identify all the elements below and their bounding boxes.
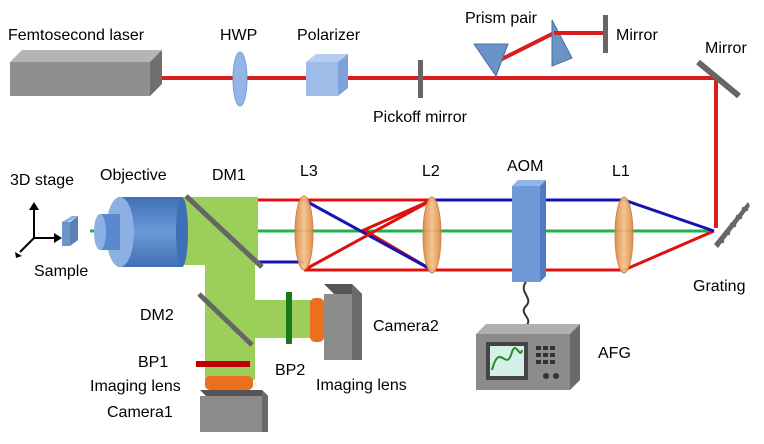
pickoff-mirror xyxy=(418,60,423,98)
camera1-label: Camera1 xyxy=(107,404,173,421)
stage-axes-icon xyxy=(15,202,62,258)
bp2-label: BP2 xyxy=(275,362,305,379)
prism-pair-label: Prism pair xyxy=(465,10,538,27)
aom-cable xyxy=(522,281,530,327)
dm2-mirror xyxy=(197,292,254,347)
polarizer-cube xyxy=(306,54,348,96)
bp1-label: BP1 xyxy=(138,354,168,371)
laser-label: Femtosecond laser xyxy=(8,27,145,44)
red-beam xyxy=(188,198,715,272)
lens-l1 xyxy=(614,196,634,274)
imaging-lens-left-label: Imaging lens xyxy=(90,378,181,395)
right-mirror xyxy=(696,59,741,99)
imaging-lens-right-label: Imaging lens xyxy=(316,377,407,394)
l1-label: L1 xyxy=(612,163,630,180)
top-mirror xyxy=(603,15,608,53)
hwp-plate xyxy=(232,51,248,107)
hwp-label: HWP xyxy=(220,27,257,44)
sample xyxy=(62,216,78,246)
dm1-mirror xyxy=(184,194,264,269)
red-cross-1 xyxy=(303,198,433,272)
lens-l3 xyxy=(294,195,314,271)
bp2-filter xyxy=(286,292,292,344)
l2-label: L2 xyxy=(422,163,440,180)
camera2 xyxy=(324,284,362,360)
objective xyxy=(94,197,188,267)
dm1-label: DM1 xyxy=(212,167,246,184)
aom xyxy=(512,180,546,282)
l3-label: L3 xyxy=(300,163,318,180)
afg-device xyxy=(476,324,580,390)
femtosecond-laser xyxy=(10,50,162,96)
top-mirror-label: Mirror xyxy=(616,27,658,44)
prism-2 xyxy=(551,19,573,67)
bp1-filter xyxy=(196,361,250,367)
imaging-lens-right xyxy=(310,298,324,342)
sample-label: Sample xyxy=(34,263,88,280)
main-beam xyxy=(160,31,718,228)
right-mirror-label: Mirror xyxy=(705,40,747,57)
dm2-label: DM2 xyxy=(140,307,174,324)
pickoff-label: Pickoff mirror xyxy=(373,109,468,126)
grating xyxy=(714,202,750,248)
camera1 xyxy=(200,390,268,432)
afg-label: AFG xyxy=(598,345,631,362)
objective-label: Objective xyxy=(100,167,167,184)
grating-label: Grating xyxy=(693,278,745,295)
imaging-lens-left xyxy=(205,376,253,390)
blue-beam xyxy=(623,198,715,233)
aom-label: AOM xyxy=(507,158,543,175)
prism-1 xyxy=(473,43,509,78)
camera2-label: Camera2 xyxy=(373,318,439,335)
polarizer-label: Polarizer xyxy=(297,27,361,44)
lens-l2 xyxy=(422,196,442,274)
stage-label: 3D stage xyxy=(10,172,74,189)
